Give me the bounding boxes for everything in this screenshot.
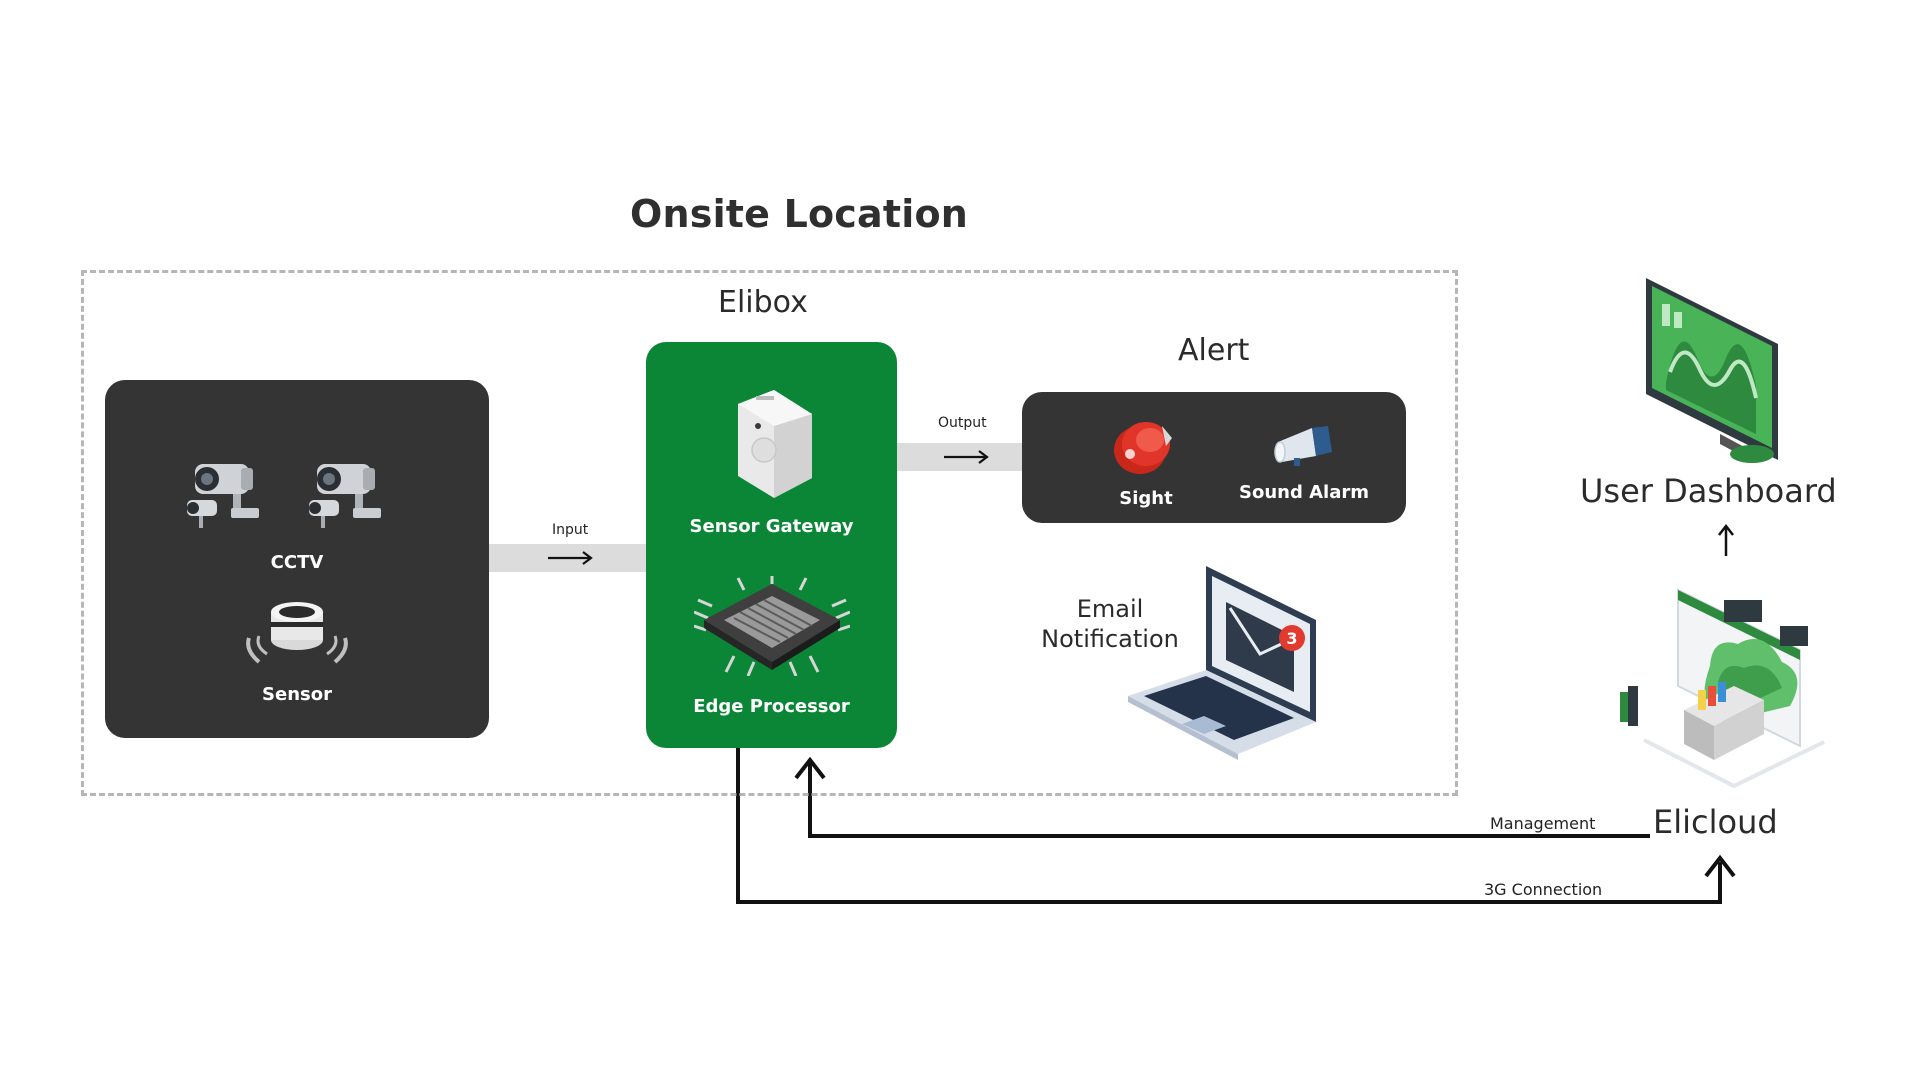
siren-light-icon: [1114, 422, 1172, 474]
source-devices-box: CCTV Sensor: [105, 380, 489, 738]
laptop-email-icon: 3: [1128, 566, 1316, 760]
output-label: Output: [938, 415, 987, 431]
onsite-location-frame: [81, 270, 1458, 796]
elibox-box: Sensor Gateway Edge Processor: [646, 342, 897, 748]
user-dashboard-label: User Dashboard: [1580, 472, 1837, 510]
elibox-title: Elibox: [718, 285, 808, 320]
edge-processor-chip-icon: [694, 576, 850, 676]
email-notification-label: Email Notification: [1030, 594, 1190, 654]
cctv-label: CCTV: [270, 552, 324, 573]
sensor-label: Sensor: [262, 684, 332, 705]
management-arrowhead: [794, 756, 826, 780]
connection-line: [736, 748, 1722, 904]
output-arrow-icon: [944, 450, 989, 464]
email-label-line2: Notification: [1041, 625, 1179, 653]
email-badge-count: 3: [1286, 629, 1297, 648]
sensor-icon: [246, 602, 348, 664]
email-label-line1: Email: [1076, 595, 1144, 623]
sound-alarm-icon: [1274, 426, 1332, 466]
page-title: Onsite Location: [630, 192, 969, 236]
input-arrow-icon: [548, 551, 593, 565]
sensor-gateway-icon: [738, 390, 812, 498]
edge-processor-label: Edge Processor: [693, 696, 850, 717]
sensor-gateway-label: Sensor Gateway: [689, 516, 854, 537]
input-label: Input: [552, 522, 589, 538]
alert-box: Sight Sound Alarm: [1022, 392, 1406, 523]
elicloud-label: Elicloud: [1653, 803, 1778, 841]
dashboard-monitor-icon: [1646, 278, 1778, 463]
connection-label: 3G Connection: [1484, 880, 1603, 899]
sight-label: Sight: [1119, 488, 1173, 509]
sound-alarm-label: Sound Alarm: [1239, 482, 1369, 503]
management-label: Management: [1490, 814, 1596, 833]
cctv-camera-icon: [187, 464, 381, 528]
elicloud-icon: [1620, 588, 1825, 789]
management-line: [808, 762, 1650, 838]
alert-title: Alert: [1178, 333, 1250, 368]
connection-arrowhead: [1704, 854, 1736, 878]
